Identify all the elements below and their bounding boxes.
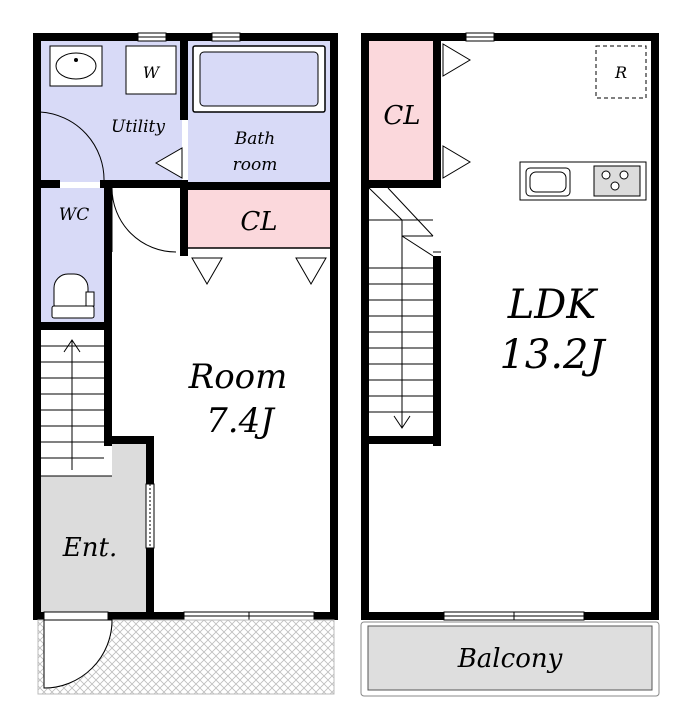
- entrance-area: [40, 476, 148, 612]
- kitchen-counter-icon: [519, 161, 647, 201]
- closet-1f-door-right: [295, 257, 327, 286]
- wall-wc-bottom: [40, 322, 112, 330]
- refrigerator-label: R: [614, 63, 627, 82]
- wall-stair-right: [104, 326, 112, 446]
- room-label: Room: [188, 357, 288, 397]
- ldk-size-label: 13.2J: [499, 332, 606, 378]
- wall-closet-2f-bottom: [369, 180, 441, 188]
- closet-1f-area: [188, 190, 330, 248]
- entrance-label: Ent.: [62, 533, 117, 563]
- closet-2f-door-bottom: [442, 145, 471, 179]
- wall-wc-right: [104, 182, 112, 328]
- outer-wall-top: [33, 33, 338, 41]
- room-door-swing: [111, 187, 177, 253]
- outer-wall-2f-right: [651, 33, 659, 620]
- closet-1f-label: CL: [240, 207, 277, 237]
- wall-bath-bottom: [180, 182, 338, 190]
- balcony-label: Balcony: [457, 644, 563, 674]
- bathtub-icon: [192, 45, 326, 113]
- wall-closet-left: [180, 182, 188, 256]
- closet-2f-area: [369, 40, 435, 182]
- bath-label: Bath: [234, 129, 275, 149]
- wash-basin-icon: [49, 45, 103, 87]
- toilet-icon: [51, 273, 95, 319]
- stairs-1f: [40, 339, 112, 477]
- stairs-2f: [368, 187, 441, 429]
- wc-label: WC: [59, 205, 89, 225]
- wall-stair-2f-right: [433, 256, 441, 446]
- wall-ent-top: [104, 436, 152, 444]
- wall-ent-bottom-right: [146, 548, 154, 614]
- wall-stair-2f-bottom: [369, 436, 441, 444]
- closet-2f-label: CL: [383, 101, 420, 131]
- outer-wall-2f-left: [361, 33, 369, 620]
- wall-wc-top: [40, 180, 60, 188]
- utility-door-swing: [39, 111, 105, 183]
- stove-icon: [593, 165, 641, 197]
- washer-label: W: [143, 63, 161, 82]
- wall-utility-bottom: [100, 180, 188, 188]
- refrigerator-icon: R: [595, 45, 647, 99]
- outer-wall-2f-top: [361, 33, 659, 41]
- second-floor: R: [360, 32, 660, 697]
- ldk-label: LDK: [507, 282, 599, 328]
- closet-2f-door-top: [442, 43, 471, 77]
- room-size-label: 7.4J: [206, 401, 276, 441]
- wall-closet-2f-right: [433, 40, 441, 188]
- bath-door-icon: [154, 147, 183, 179]
- washing-machine-icon: W: [125, 45, 177, 95]
- outer-wall-left: [33, 33, 41, 620]
- kitchen-sink-icon: [525, 167, 571, 197]
- wall-utility-bath: [180, 40, 188, 120]
- bath-label-2: room: [233, 155, 278, 175]
- closet-1f-door-left: [191, 257, 223, 286]
- first-floor: W: [33, 32, 338, 695]
- utility-label: Utility: [111, 117, 165, 137]
- outer-wall-right: [330, 33, 338, 620]
- wall-ent-right: [146, 436, 154, 484]
- entrance-step: [112, 442, 148, 478]
